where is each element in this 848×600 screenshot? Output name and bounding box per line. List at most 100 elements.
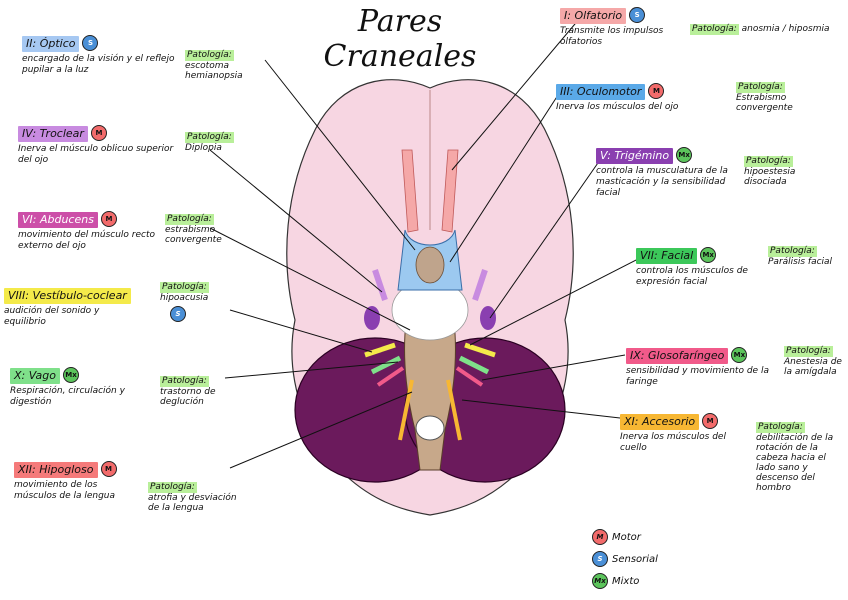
pathology-glosofaringeo: Patología: Anestesia de la amígdala: [784, 346, 844, 377]
olfactory-tract-right: [441, 149, 459, 233]
nerve-function: Transmite los impulsos olfatorios: [560, 26, 664, 47]
badge-icon: S: [82, 34, 99, 51]
pathology-text: Parálisis facial: [768, 257, 833, 267]
pathology-text: escotoma hemianopsia: [185, 61, 243, 81]
legend-item-motor: M Motor: [592, 526, 658, 548]
leader-lines: [209, 17, 641, 469]
legend-label: Mixto: [612, 575, 640, 587]
pathology-text: debilitación de la rotación de la cabeza…: [756, 433, 834, 493]
nerve-function: Inerva los músculos del cuello: [620, 432, 726, 453]
pathology-label: Patología:: [744, 156, 793, 167]
vagus-root-left: [370, 355, 402, 375]
hypophysis: [415, 246, 445, 284]
nerve-function: movimiento de los músculos de la lengua: [14, 480, 116, 501]
trochlear-root-right: [472, 269, 488, 301]
pathology-text: Diplopia: [185, 143, 222, 153]
leader-facial: [469, 257, 641, 346]
nerve-function: sensibilidad y movimiento de la faringe: [626, 366, 769, 387]
pathology-label: Patología:: [185, 50, 234, 61]
nerve-function: audición del sonido y equilibrio: [4, 306, 100, 327]
pathology-text: estrabismo convergente: [165, 225, 222, 245]
glossopharyngeal-root-right: [455, 366, 484, 387]
pathology-oculomotor: Patología: Estrabismo convergente: [736, 82, 836, 113]
badge-icon: Mx: [731, 346, 748, 363]
facial-root-left: [364, 342, 396, 358]
pathology-label: Patología:: [160, 376, 209, 387]
nerve-name-tag: VI: Abducens: [18, 212, 98, 228]
badge-icon: M: [100, 460, 117, 477]
badge-icon: M: [100, 210, 117, 227]
facial-root-right: [464, 342, 496, 358]
leader-olfatorio: [451, 17, 581, 171]
nerve-name-tag: I: Olfatorio: [560, 8, 627, 24]
badge-icon: M: [702, 412, 719, 429]
page-title: Pares Craneales: [323, 4, 477, 74]
leader-optico: [264, 59, 416, 251]
badge-icon: S: [170, 306, 186, 322]
leader-oculomotor: [449, 91, 561, 263]
nerve-function: movimiento del músculo recto externo del…: [18, 230, 156, 251]
pathology-hipogloso: Patología: atrofia y desviación de la le…: [148, 482, 248, 513]
leader-abducens: [209, 227, 411, 331]
pathology-abducens: Patología: estrabismo convergente: [165, 214, 250, 245]
sensorial-badge-icon: S: [592, 551, 608, 567]
pathology-label: Patología:: [736, 82, 785, 93]
pathology-label: Patología:: [784, 346, 833, 357]
leader-vestibulo: [229, 309, 373, 353]
pathology-text: hipoacusia: [160, 293, 209, 303]
pathology-label: Patología:: [185, 132, 234, 143]
pathology-text: atrofia y desviación de la lengua: [148, 493, 237, 513]
nerve-function: Inerva el músculo oblicuo superior del o…: [18, 144, 174, 165]
nerve-name-tag: X: Vago: [10, 368, 61, 384]
pathology-label: Patología:: [690, 24, 739, 35]
leader-trigemino: [489, 159, 601, 319]
nerve-function: encargado de la visión y el reflejo pupi…: [22, 54, 175, 75]
pathology-label: Patología:: [160, 282, 209, 293]
legend-label: Sensorial: [612, 553, 658, 565]
glossopharyngeal-root-left: [376, 366, 405, 387]
pathology-label: Patología:: [768, 246, 817, 257]
nerve-vestibulo: VIII: Vestíbulo-coclear audición del son…: [4, 284, 144, 328]
badge-icon: Mx: [63, 366, 80, 383]
legend-item-mixto: Mx Mixto: [592, 570, 658, 592]
pathology-optico: Patología: escotoma hemianopsia: [185, 50, 265, 81]
pathology-text: anosmia / hiposmia: [741, 24, 830, 34]
pathology-label: Patología:: [148, 482, 197, 493]
medulla-section: [415, 415, 445, 441]
pathology-label: Patología:: [756, 422, 805, 433]
nerve-name-tag: III: Oculomotor: [556, 84, 646, 100]
leader-accesorio: [461, 399, 621, 419]
trochlear-root-left: [372, 269, 388, 301]
nerve-name-tag: IV: Troclear: [18, 126, 88, 142]
nerve-name-tag: IX: Glosofaríngeo: [626, 348, 729, 364]
pathology-vago: Patología: trastorno de deglución: [160, 376, 245, 407]
leader-troclear: [209, 149, 383, 293]
pathology-text: Estrabismo convergente: [736, 93, 793, 113]
leader-vago: [224, 361, 399, 379]
pathology-text: trastorno de deglución: [160, 387, 216, 407]
trigeminal-root-right: [480, 306, 496, 330]
pathology-olfatorio: Patología: anosmia / hiposmia: [690, 24, 840, 35]
nerve-function: controla los músculos de expresión facia…: [636, 266, 748, 287]
legend-label: Motor: [612, 531, 641, 543]
badge-icon: M: [648, 82, 665, 99]
legend: M Motor S Sensorial Mx Mixto: [592, 526, 658, 592]
pathology-text: Anestesia de la amígdala: [784, 357, 842, 377]
badge-icon: Mx: [676, 146, 693, 163]
badge-icon: M: [90, 124, 107, 141]
nerve-name-tag: VII: Facial: [636, 248, 698, 264]
pathology-accesorio: Patología: debilitación de la rotación d…: [756, 422, 844, 493]
accessory-root-left: [398, 379, 414, 441]
pathology-facial: Patología: Parálisis facial: [768, 246, 843, 267]
badge-icon: S: [629, 6, 646, 23]
vagus-root-right: [458, 355, 490, 375]
